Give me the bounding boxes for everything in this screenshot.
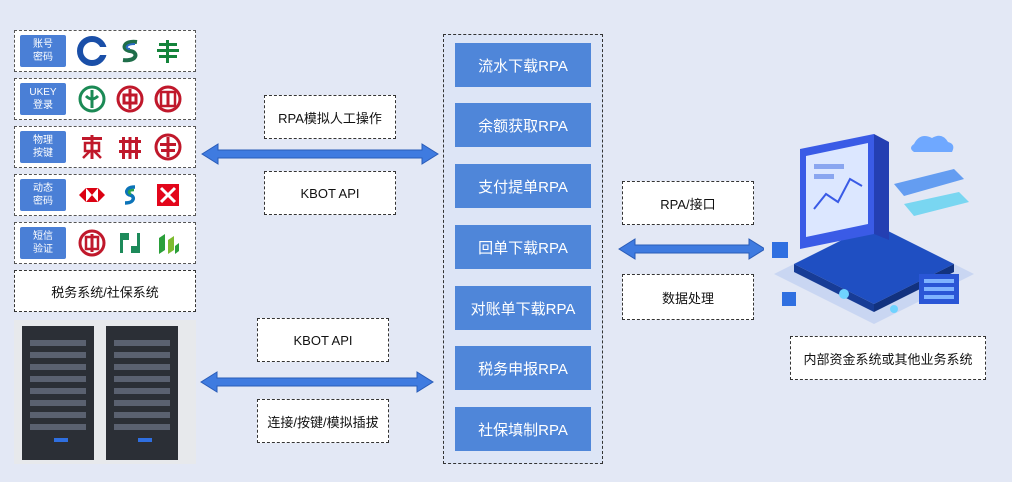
rpa-balance-fetch: 余额获取RPA xyxy=(455,103,591,147)
citic-logo-icon xyxy=(78,229,106,257)
internal-system-box: 内部资金系统或其他业务系统 xyxy=(790,336,986,380)
boc-logo-icon xyxy=(116,85,144,113)
auth-label: 账号 密码 xyxy=(20,35,66,67)
isometric-dashboard-icon xyxy=(764,124,984,326)
abc-logo-icon xyxy=(78,85,106,113)
rpa-reconciliation-download: 对账单下载RPA xyxy=(455,286,591,330)
auth-row-password: 账号 密码 xyxy=(14,30,196,72)
rpa-receipt-download: 回单下载RPA xyxy=(455,225,591,269)
rpa-column: 流水下载RPA 余额获取RPA 支付提单RPA 回单下载RPA 对账单下载RPA… xyxy=(443,34,603,464)
data-processing-box: 数据处理 xyxy=(622,274,754,320)
auth-row-otp: 动态 密码 xyxy=(14,174,196,216)
auth-label: 动态 密码 xyxy=(20,179,66,211)
kbot-api-box-top: KBOT API xyxy=(264,171,396,215)
auth-row-ukey: UKEY 登录 xyxy=(14,78,196,120)
hxb-logo-icon xyxy=(119,137,141,159)
rpa-tax-declaration: 税务申报RPA xyxy=(455,346,591,390)
rpa-payment-submit: 支付提单RPA xyxy=(455,164,591,208)
auth-row-sms: 短信 验证 xyxy=(14,222,196,264)
rpa-interface-box: RPA/接口 xyxy=(622,181,754,225)
spdb-logo-icon xyxy=(159,234,179,254)
connect-keypress-box: 连接/按键/模拟插拔 xyxy=(257,399,389,443)
ccb-logo-icon xyxy=(77,36,107,66)
auth-row-physical-key: 物理 按键 xyxy=(14,126,196,168)
auth-label: UKEY 登录 xyxy=(20,83,66,115)
dbs-logo-icon xyxy=(157,184,179,206)
rpa-social-security: 社保填制RPA xyxy=(455,407,591,451)
double-arrow-bottom-icon xyxy=(200,371,434,393)
server-rack-image xyxy=(14,320,196,464)
internal-system-illustration xyxy=(764,124,984,326)
kbot-api-box-bottom: KBOT API xyxy=(257,318,389,362)
sc-logo-icon xyxy=(124,185,136,205)
cmbc-logo-icon xyxy=(122,39,138,63)
psbc-logo-icon xyxy=(157,40,179,63)
cmb-logo-icon xyxy=(154,133,182,161)
rpa-statement-download: 流水下载RPA xyxy=(455,43,591,87)
tax-system-box: 税务系统/社保系统 xyxy=(14,270,196,312)
auth-label: 物理 按键 xyxy=(20,131,66,163)
double-arrow-top-icon xyxy=(201,143,439,165)
server-rack-icon xyxy=(14,320,196,464)
auth-label: 短信 验证 xyxy=(20,227,66,259)
double-arrow-right-icon xyxy=(618,238,766,260)
hsbc-logo-icon xyxy=(79,188,105,202)
bocom-logo-icon xyxy=(82,135,102,159)
icbc-logo-icon xyxy=(154,85,182,113)
rpa-simulate-box: RPA模拟人工操作 xyxy=(264,95,396,139)
bob-logo-icon xyxy=(120,233,140,253)
